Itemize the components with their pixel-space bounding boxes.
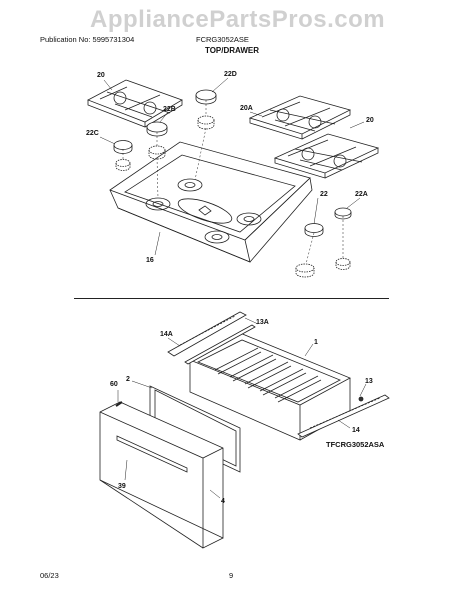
callout-4: 4: [221, 498, 225, 505]
section-divider: [74, 298, 389, 299]
drawer-front: [99, 401, 224, 549]
callout-22a: 22A: [355, 191, 368, 198]
callout-22d: 22D: [224, 71, 237, 78]
footer-date: 06/23: [40, 571, 59, 580]
grate-left: [87, 79, 183, 128]
callout-20-left: 20: [97, 72, 105, 79]
callout-22b: 22B: [163, 106, 176, 113]
callout-20a: 20A: [240, 105, 253, 112]
callout-39: 39: [118, 483, 126, 490]
leader-lines-top: [99, 77, 365, 256]
callout-13: 13: [365, 378, 373, 385]
callout-2: 2: [126, 376, 130, 383]
leader-lines-bottom: [117, 317, 367, 499]
page-number: 9: [229, 571, 234, 580]
cooktop-assembly: [109, 141, 313, 263]
section-title: TOP/DRAWER: [204, 46, 260, 55]
watermark: AppliancePartsPros.com: [90, 6, 386, 33]
callout-14: 14: [352, 427, 360, 434]
screw-60: [115, 401, 123, 407]
callout-22c: 22C: [86, 130, 99, 137]
burner-heads: [115, 115, 351, 278]
alignment-lines: [122, 100, 344, 265]
diagram-reference-code: TFCRG3052ASA: [326, 440, 385, 449]
callout-22: 22: [320, 191, 328, 198]
callout-14a: 14A: [160, 331, 173, 338]
callout-16: 16: [146, 257, 154, 264]
callout-60: 60: [110, 381, 118, 388]
grate-right-upper: [248, 95, 352, 140]
drawer-rails: [167, 311, 390, 438]
grate-right-lower: [273, 133, 380, 179]
publication-number: Publication No: 5995731304: [40, 35, 135, 44]
callout-20-right: 20: [366, 117, 374, 124]
callout-13a: 13A: [256, 319, 269, 326]
callout-1: 1: [314, 339, 318, 346]
model-number: FCRG3052ASE: [196, 35, 249, 44]
